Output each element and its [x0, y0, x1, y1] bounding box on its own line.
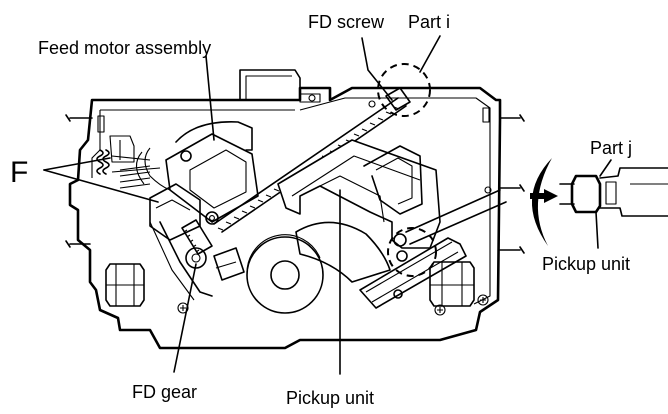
part-i-highlight	[377, 63, 431, 117]
turntable	[246, 234, 324, 314]
left-damper	[105, 263, 145, 307]
label-fd-screw: FD screw	[308, 12, 385, 32]
fd-gear	[181, 219, 245, 281]
label-pickup-unit-bottom: Pickup unit	[286, 388, 374, 408]
bottom-rail	[149, 221, 467, 309]
chassis-frame	[65, 69, 525, 350]
label-fd-gear: FD gear	[132, 382, 197, 402]
label-pickup-unit-right: Pickup unit	[542, 254, 630, 274]
label-f: F	[10, 156, 28, 189]
spring	[96, 149, 161, 175]
part-j-highlight	[387, 227, 437, 277]
label-part-i: Part i	[408, 12, 450, 32]
pickup-unit	[277, 139, 507, 283]
right-damper	[429, 261, 475, 307]
chassis-screws	[177, 294, 489, 316]
label-feed-motor-assembly: Feed motor assembly	[38, 38, 211, 58]
part-j-inset	[530, 158, 668, 246]
label-part-j: Part j	[590, 138, 632, 158]
leader-lines	[43, 35, 612, 375]
